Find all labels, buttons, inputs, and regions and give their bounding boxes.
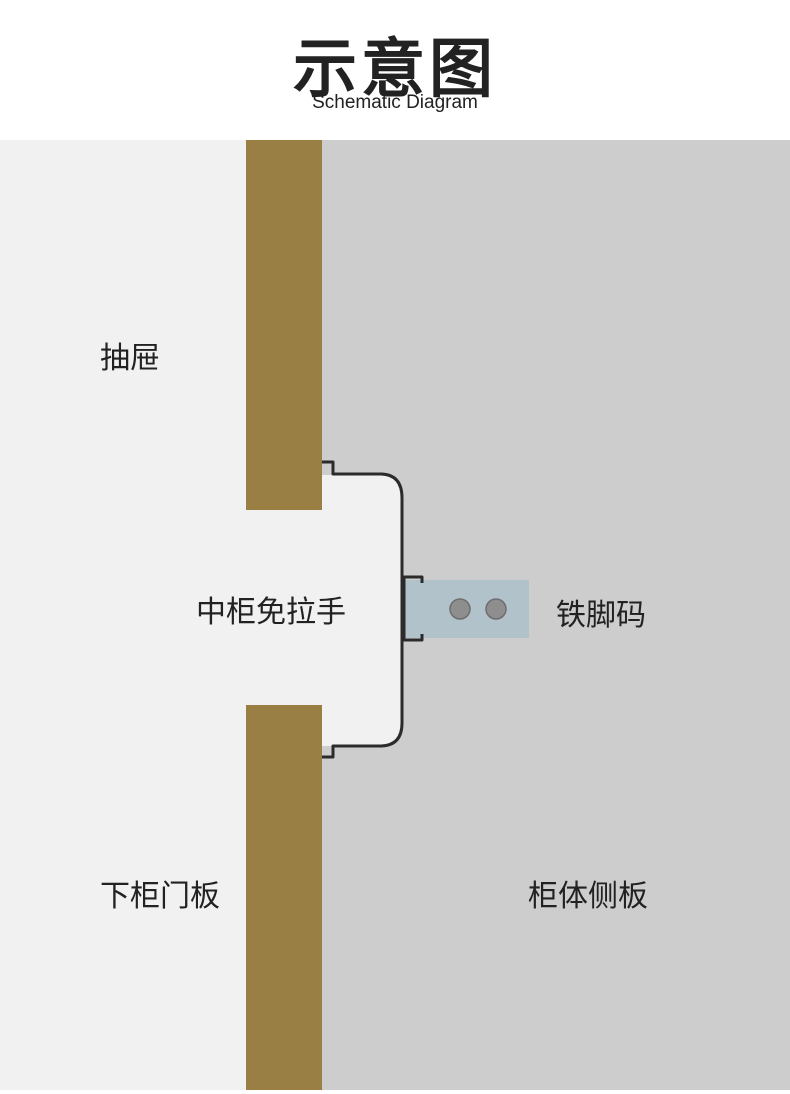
handle-recess bbox=[322, 475, 402, 746]
profile-clip bbox=[402, 575, 424, 642]
diagram-canvas bbox=[0, 140, 790, 1090]
label-cabinet-side-panel: 柜体侧板 bbox=[528, 879, 648, 914]
handle-profile bbox=[322, 460, 404, 759]
header: 示意图 Schematic Diagram bbox=[0, 0, 790, 140]
schematic-diagram: 抽屉 中柜免拉手 铁脚码 下柜门板 柜体侧板 bbox=[0, 140, 790, 1090]
label-lower-door-panel: 下柜门板 bbox=[100, 879, 220, 914]
screw-hole-2 bbox=[485, 598, 507, 620]
screw-hole-1 bbox=[449, 598, 471, 620]
label-drawer: 抽屉 bbox=[100, 341, 160, 376]
page-subtitle: Schematic Diagram bbox=[312, 92, 478, 113]
label-iron-bracket: 铁脚码 bbox=[556, 598, 646, 633]
drawer-front-panel bbox=[246, 140, 322, 510]
page-title: 示意图 bbox=[293, 33, 497, 107]
label-middle-handle: 中柜免拉手 bbox=[196, 595, 346, 630]
lower-door-panel bbox=[246, 705, 322, 1090]
